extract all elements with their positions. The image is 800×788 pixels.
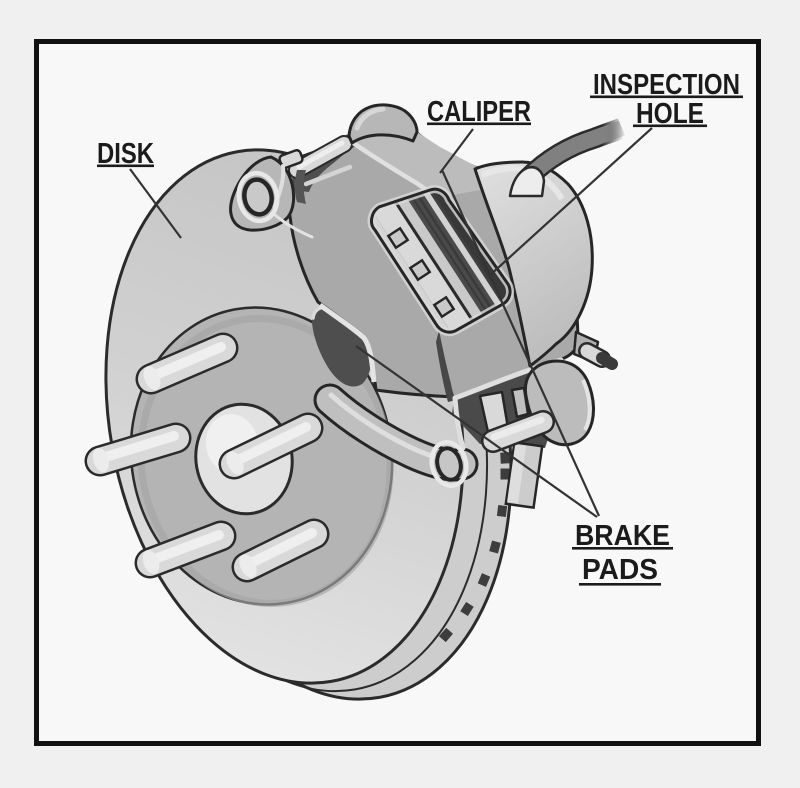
svg-text:PADS: PADS bbox=[582, 554, 658, 586]
svg-text:BRAKE: BRAKE bbox=[575, 520, 670, 552]
